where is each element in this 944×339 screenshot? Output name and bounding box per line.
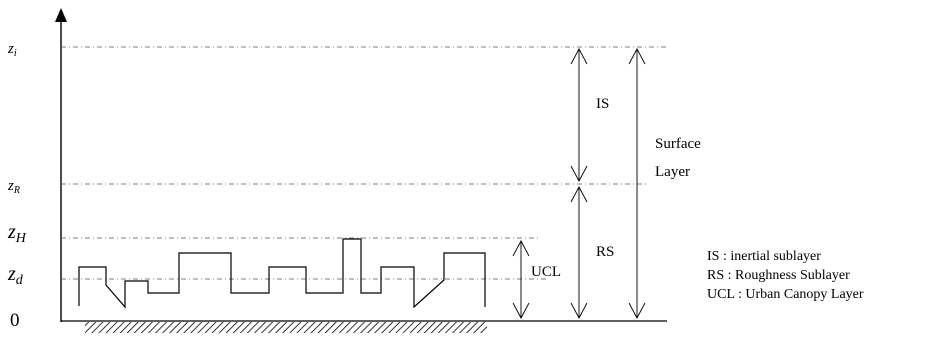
zH-label: zH — [7, 221, 27, 246]
zR-label: zR — [7, 178, 20, 196]
ground-hatch — [85, 322, 487, 333]
zero-label: 0 — [10, 310, 20, 331]
legend-item-rs: RS : Roughness Sublayer — [707, 268, 850, 283]
surface-label-line2: Layer — [655, 164, 690, 180]
legend-item-is: IS : inertial sublayer — [707, 249, 821, 264]
surface-label-line1: Surface — [655, 136, 701, 152]
axis-arrowhead — [55, 8, 67, 22]
ucl-double-arrow — [512, 240, 530, 319]
zi-label: zi — [7, 41, 17, 59]
zd-label: zd — [7, 263, 24, 288]
ucl-label: UCL — [531, 264, 561, 280]
is-label: IS — [596, 96, 609, 112]
legend-item-ucl: UCL : Urban Canopy Layer — [707, 287, 864, 302]
rs-double-arrow — [570, 186, 588, 319]
is-double-arrow — [570, 48, 588, 182]
surface-layer-double-arrow — [628, 48, 646, 319]
rs-label: RS — [596, 244, 614, 260]
building-skyline — [78, 238, 486, 309]
